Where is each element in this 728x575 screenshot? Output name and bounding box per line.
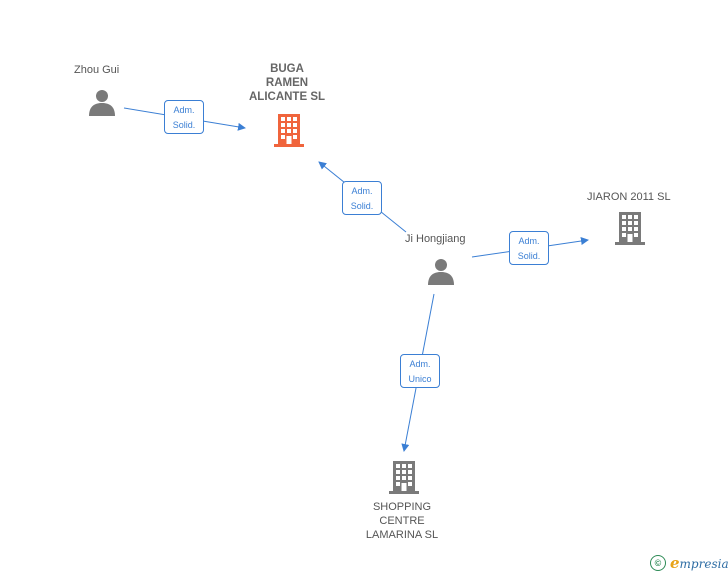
node-label-zhou-gui: Zhou Gui bbox=[74, 64, 120, 76]
node-label-buga-ramen: BUGA RAMEN ALICANTE SL bbox=[248, 63, 326, 103]
edge-label-zhou-buga[interactable]: Adm. Solid. bbox=[164, 100, 204, 134]
edge-label-line: Adm. bbox=[351, 186, 373, 196]
brand-logo[interactable]: empresia bbox=[670, 554, 728, 572]
brand-initial: e bbox=[670, 554, 680, 572]
footer-brand: © empresia bbox=[650, 554, 728, 572]
node-label-ji-hongjiang: Ji Hongjiang bbox=[405, 233, 466, 245]
person-icon[interactable] bbox=[88, 88, 116, 116]
building-icon[interactable] bbox=[389, 460, 419, 494]
edge-label-line: Adm. bbox=[409, 359, 431, 369]
edge-label-line: Adm. bbox=[518, 236, 540, 246]
edge-label-line: Solid. bbox=[350, 201, 374, 211]
edge-label-ji-shopping[interactable]: Adm. Unico bbox=[400, 354, 440, 388]
edge-label-line: Solid. bbox=[517, 251, 541, 261]
building-icon[interactable] bbox=[615, 211, 645, 245]
brand-name: mpresia bbox=[679, 557, 728, 571]
edge-label-ji-jiaron[interactable]: Adm. Solid. bbox=[509, 231, 549, 265]
node-label-jiaron: JIARON 2011 SL bbox=[587, 191, 671, 203]
building-icon[interactable] bbox=[274, 113, 304, 147]
edge-label-line: Unico bbox=[408, 374, 432, 384]
person-icon[interactable] bbox=[427, 257, 455, 285]
node-label-shopping-centre: SHOPPING CENTRE LAMARINA SL bbox=[365, 501, 439, 541]
edge-label-line: Adm. bbox=[173, 105, 195, 115]
edge-label-ji-buga[interactable]: Adm. Solid. bbox=[342, 181, 382, 215]
edge-label-line: Solid. bbox=[172, 120, 196, 130]
copyright-icon: © bbox=[650, 555, 666, 571]
